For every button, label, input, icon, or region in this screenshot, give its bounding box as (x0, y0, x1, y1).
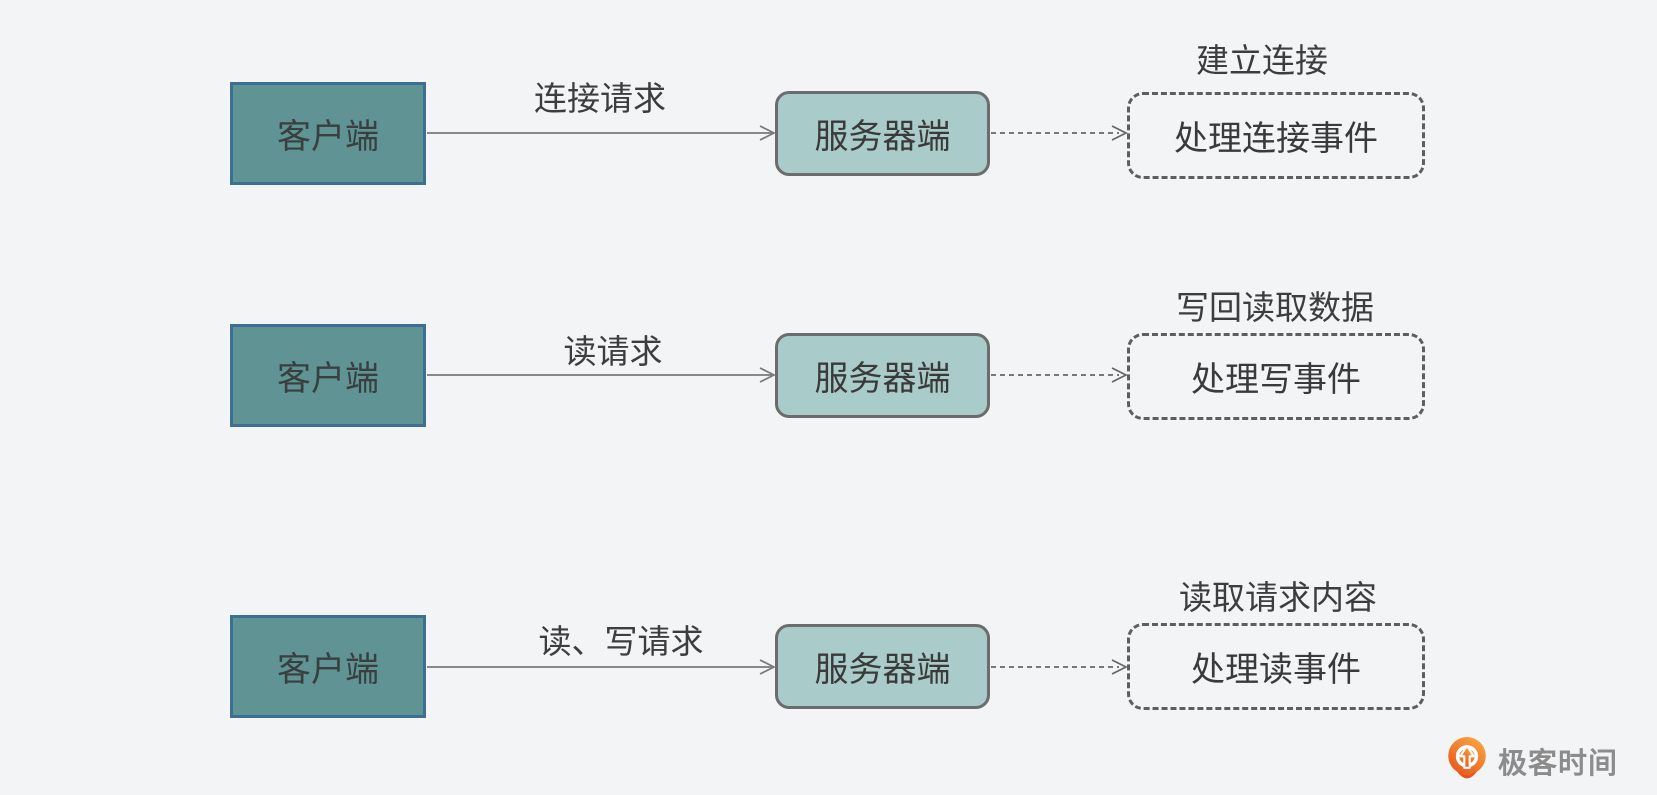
solid-arrowhead-row1 (759, 125, 776, 141)
handler-node-label: 处理写事件 (1191, 361, 1361, 399)
event-title-row3: 读取请求内容 (1179, 579, 1377, 616)
server-node-row1: 服务器端 (775, 91, 990, 176)
server-node-label: 服务器端 (814, 360, 951, 398)
event-title-row1: 建立连接 (1196, 42, 1328, 79)
geektime-logo-text: 极客时间 (1498, 748, 1619, 780)
request-arrow-label-row1: 连接请求 (534, 80, 666, 117)
handler-node-label: 处理连接事件 (1174, 120, 1378, 158)
server-node-label: 服务器端 (814, 651, 951, 689)
event-title-row2: 写回读取数据 (1176, 289, 1374, 326)
client-node-label: 客户端 (277, 360, 379, 398)
dashed-arrowhead-row1 (1111, 125, 1128, 141)
server-node-row2: 服务器端 (775, 333, 990, 418)
dashed-arrowhead-row3 (1111, 659, 1128, 675)
handler-node-row2: 处理写事件 (1127, 333, 1425, 420)
handler-node-row3: 处理读事件 (1127, 623, 1425, 710)
client-node-label: 客户端 (277, 118, 379, 156)
client-node-label: 客户端 (277, 651, 379, 689)
dashed-arrowhead-row2 (1111, 367, 1128, 383)
server-node-label: 服务器端 (814, 118, 951, 156)
request-arrow-label-row3: 读、写请求 (538, 623, 704, 660)
server-node-row3: 服务器端 (775, 624, 990, 709)
request-arrow-label-row2: 读请求 (563, 333, 663, 370)
handler-node-label: 处理读事件 (1191, 651, 1361, 689)
geektime-logo: 极客时间 (1446, 736, 1618, 786)
client-node-row3: 客户端 (230, 615, 426, 718)
solid-arrowhead-row2 (759, 367, 776, 383)
solid-arrowhead-row3 (759, 659, 776, 675)
handler-node-row1: 处理连接事件 (1127, 92, 1425, 179)
client-node-row1: 客户端 (230, 82, 426, 185)
client-node-row2: 客户端 (230, 324, 426, 427)
geektime-pin-icon (1448, 737, 1486, 779)
